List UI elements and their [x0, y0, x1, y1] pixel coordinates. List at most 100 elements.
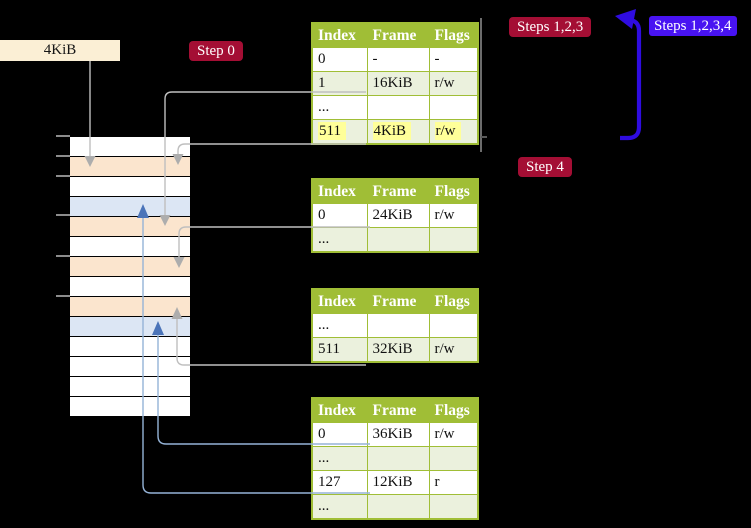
table-cell — [428, 95, 479, 120]
memory-row-white — [70, 277, 190, 297]
table-cell: r/w — [428, 422, 479, 447]
table-cell: r — [428, 470, 479, 495]
steps-1234-badge: Steps 1,2,3,4 — [649, 16, 737, 36]
address-tick-mark — [56, 155, 70, 157]
table-cell: 32KiB — [366, 337, 430, 363]
column-header: Frame — [366, 288, 430, 314]
table-cell: 0 — [311, 203, 368, 228]
table-cell: 24KiB — [366, 203, 430, 228]
memory-row-white — [70, 377, 190, 397]
step-0-badge: Step 0 — [189, 41, 243, 61]
address-tick-mark — [56, 295, 70, 297]
column-header: Frame — [366, 22, 430, 48]
memory-row-blue — [70, 197, 190, 217]
memory-row-white — [70, 237, 190, 257]
table-row: ... — [311, 446, 479, 471]
column-header: Flags — [428, 178, 479, 204]
table-cell: 36KiB — [366, 422, 430, 447]
table-cell — [366, 446, 430, 471]
steps-flow-arrow — [620, 17, 642, 141]
table-row: 0-- — [311, 47, 479, 72]
table-cell: 0 — [311, 47, 368, 72]
table-cell: 0 — [311, 422, 368, 447]
table-cell: - — [428, 47, 479, 72]
table-cell: ... — [311, 446, 368, 471]
memory-row-peach — [70, 157, 190, 177]
table-cell: 511 — [311, 119, 368, 145]
column-header: Flags — [428, 397, 479, 423]
column-header: Index — [311, 397, 368, 423]
steps-flow-arrowhead-icon — [615, 9, 636, 29]
address-tick-mark — [56, 135, 70, 137]
table-cell — [366, 95, 430, 120]
column-header: Index — [311, 178, 368, 204]
highlighted-value: 4KiB — [372, 122, 412, 140]
address-tick-mark — [56, 255, 70, 257]
column-header: Frame — [366, 397, 430, 423]
memory-row-white — [70, 137, 190, 157]
steps-123-badge: Steps 1,2,3 — [509, 17, 592, 37]
memory-row-peach — [70, 257, 190, 277]
table-cell — [366, 494, 430, 520]
column-header: Flags — [428, 288, 479, 314]
table-cell: r/w — [428, 119, 479, 145]
memory-row-white — [70, 397, 190, 417]
table-cell: r/w — [428, 337, 479, 363]
column-header: Flags — [428, 22, 479, 48]
memory-row-white — [70, 337, 190, 357]
table-cell — [428, 494, 479, 520]
physical-memory-stack — [70, 136, 190, 417]
highlighted-value: 511 — [318, 122, 346, 140]
memory-row-peach — [70, 217, 190, 237]
table-row: 511 4KiB r/w — [311, 119, 479, 145]
address-tick-mark — [56, 175, 70, 177]
table-cell — [428, 227, 479, 253]
column-header: Index — [311, 22, 368, 48]
table-cell: 16KiB — [366, 71, 430, 96]
table-cell: ... — [311, 95, 368, 120]
memory-row-white — [70, 357, 190, 377]
table-cell: 4KiB — [366, 119, 430, 145]
table-cell: - — [366, 47, 430, 72]
table-cell: ... — [311, 227, 368, 253]
connector-entry511-to-memory — [177, 143, 366, 155]
frame-size-box: 4KiB — [0, 40, 120, 61]
highlighted-value: r/w — [434, 122, 461, 140]
table-cell: ... — [311, 494, 368, 520]
table-cell: r/w — [428, 203, 479, 228]
memory-row-peach — [70, 297, 190, 317]
frame-size-label: 4KiB — [43, 42, 77, 58]
table-cell — [428, 313, 479, 338]
column-header: Index — [311, 288, 368, 314]
table-row: ... — [311, 494, 479, 520]
table-cell — [366, 313, 430, 338]
table-cell: 511 — [311, 337, 368, 363]
memory-row-blue — [70, 317, 190, 337]
table-row: ... — [311, 313, 479, 338]
address-tick-mark — [56, 214, 70, 216]
table-cell — [428, 446, 479, 471]
table-cell: 1 — [311, 71, 368, 96]
memory-row-white — [70, 177, 190, 197]
table-row: ... — [311, 227, 479, 253]
table-cell: r/w — [428, 71, 479, 96]
step-4-badge: Step 4 — [518, 157, 572, 177]
table-cell: 127 — [311, 470, 368, 495]
column-header: Frame — [366, 178, 430, 204]
table-cell — [366, 227, 430, 253]
table-cell: ... — [311, 313, 368, 338]
